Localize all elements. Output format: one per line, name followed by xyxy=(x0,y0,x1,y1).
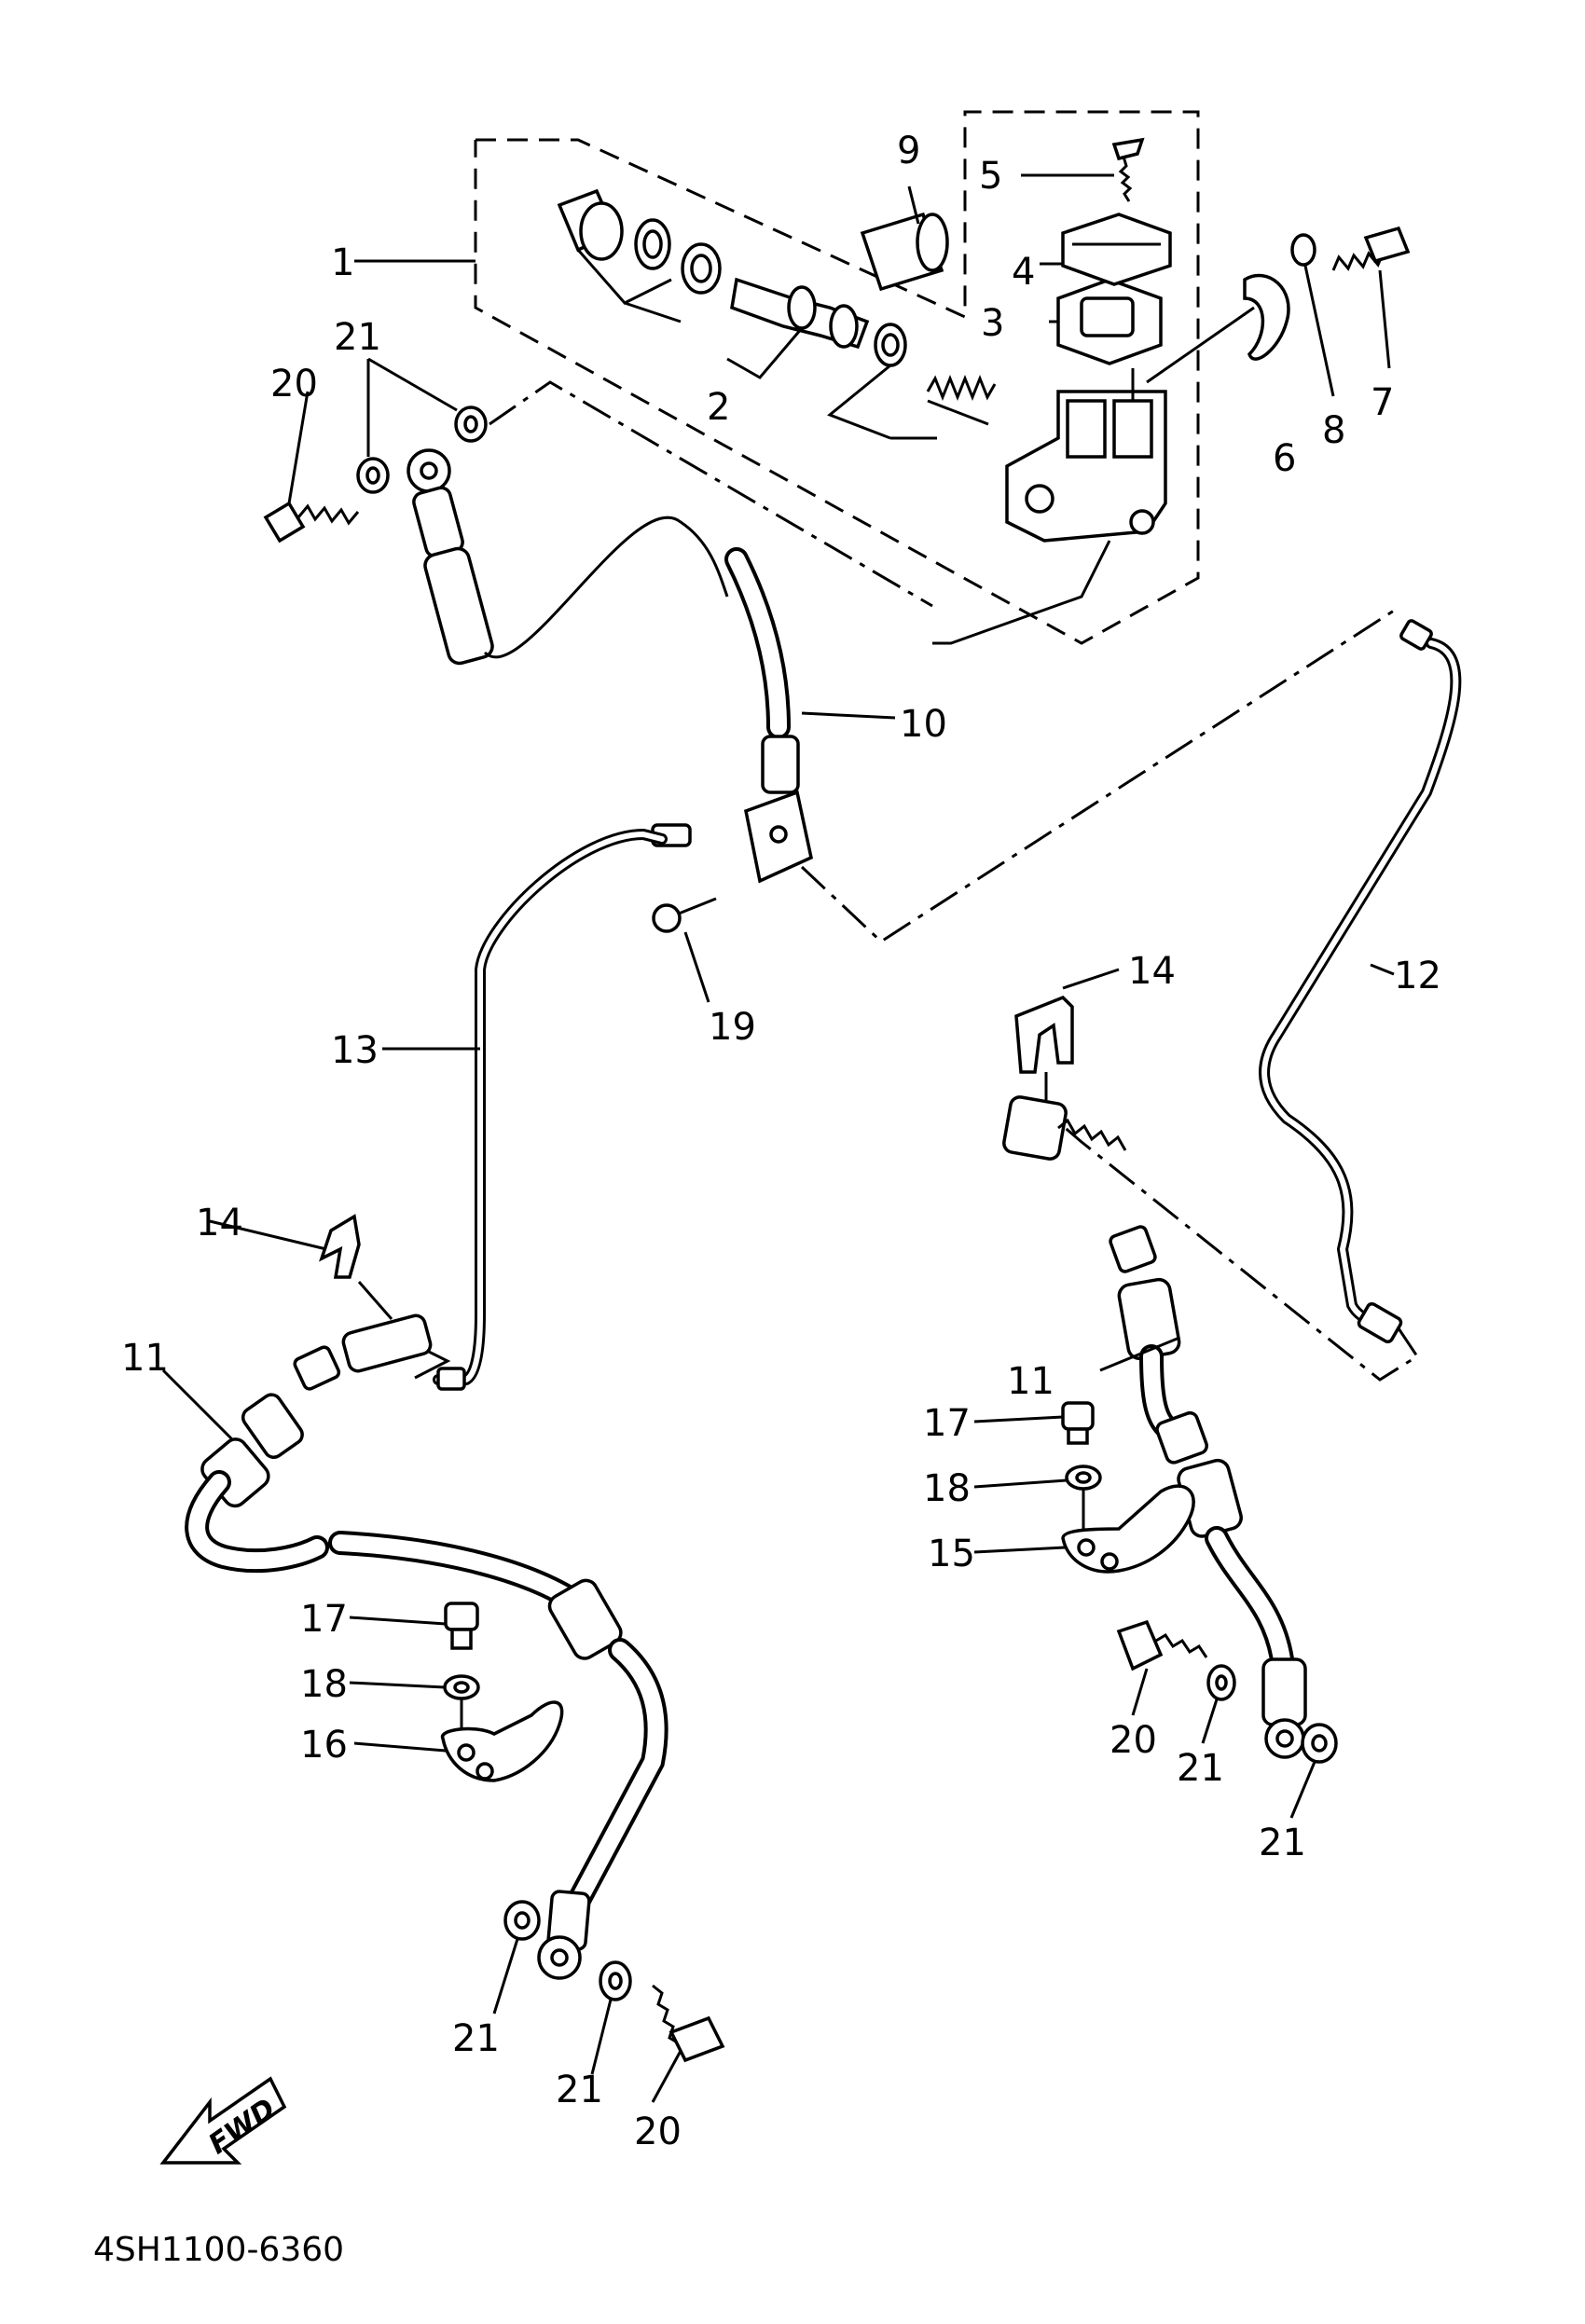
label-20-bottom-left: 20 xyxy=(634,2111,682,2153)
label-5: 5 xyxy=(979,155,1002,198)
label-15: 15 xyxy=(928,1533,975,1575)
copper-washer-left-1 xyxy=(492,1900,541,2015)
label-11-left: 11 xyxy=(121,1337,169,1380)
label-11-right: 11 xyxy=(1007,1360,1054,1403)
piston-seal-set xyxy=(557,188,722,323)
label-1: 1 xyxy=(331,241,354,284)
label-2: 2 xyxy=(707,386,730,429)
hose-clip-left xyxy=(209,1214,393,1320)
label-20-bottom-right: 20 xyxy=(1110,1719,1157,1762)
label-9: 9 xyxy=(897,130,920,172)
copper-washer-right-1 xyxy=(1201,1664,1236,1744)
label-3: 3 xyxy=(981,302,1004,345)
bolt-part-17-right xyxy=(973,1401,1095,1445)
master-cylinder-piston xyxy=(726,277,907,440)
copper-washer-left-2 xyxy=(590,1960,632,2075)
master-cylinder-body xyxy=(932,390,1167,645)
brake-joint-block xyxy=(651,609,1395,943)
copper-washer-top xyxy=(356,357,933,608)
brake-hose-left xyxy=(161,1313,668,1980)
label-7: 7 xyxy=(1371,381,1394,424)
union-bolt-bottom-left xyxy=(651,1984,725,2103)
boot-part-9 xyxy=(860,186,949,292)
hose-holder-part-15 xyxy=(973,1484,1195,1574)
label-4: 4 xyxy=(1012,251,1035,294)
label-17-left: 17 xyxy=(300,1598,348,1641)
holder-bolt-part-7 xyxy=(1331,226,1411,369)
label-13: 13 xyxy=(331,1029,379,1072)
brake-pipe-part-12 xyxy=(1025,619,1462,1382)
joint-bolt-part-19 xyxy=(652,897,717,1003)
label-19: 19 xyxy=(709,1006,756,1049)
union-bolt-bottom-right xyxy=(1116,1619,1208,1716)
copper-washer-right-2 xyxy=(1289,1723,1338,1819)
label-21-bottom-left-2: 21 xyxy=(556,2069,603,2111)
holder-part-6 xyxy=(1146,273,1290,384)
master-cylinder-kit-boundary xyxy=(354,110,1200,645)
diaphragm-part-3 xyxy=(1049,278,1163,401)
washer-part-8 xyxy=(1290,233,1335,397)
label-8: 8 xyxy=(1322,409,1345,452)
label-17-right: 17 xyxy=(923,1402,971,1445)
label-21-bottom-left-1: 21 xyxy=(452,2017,500,2060)
diagram-part-code: 4SH1100-6360 xyxy=(93,2231,344,2269)
return-spring xyxy=(890,374,997,440)
washer-part-18-left xyxy=(349,1674,480,1734)
hose-clip-right xyxy=(1014,968,1120,1100)
label-21-bottom-right-2: 21 xyxy=(1259,1822,1306,1864)
label-14-right: 14 xyxy=(1128,950,1176,993)
label-20-top: 20 xyxy=(270,363,318,406)
label-16: 16 xyxy=(300,1724,348,1767)
reservoir-cap-part-4 xyxy=(1040,213,1172,286)
fwd-arrow-icon: FWD xyxy=(159,2076,287,2165)
brake-hose-right xyxy=(1002,1095,1307,1759)
washer-part-18-right xyxy=(973,1465,1102,1529)
hose-holder-part-16 xyxy=(353,1700,564,1782)
label-12: 12 xyxy=(1394,955,1441,997)
label-10: 10 xyxy=(900,703,947,746)
label-14-left: 14 xyxy=(196,1202,243,1245)
brake-hose-part-10 xyxy=(407,448,896,794)
union-bolt-top-left xyxy=(263,391,360,543)
label-21-bottom-right-1: 21 xyxy=(1177,1747,1224,1790)
label-18-right: 18 xyxy=(923,1467,971,1510)
label-21-top: 21 xyxy=(334,316,381,359)
callout-labels: 1 2 3 4 5 6 7 8 9 10 11 11 12 13 14 14 1… xyxy=(121,130,1441,2153)
label-6: 6 xyxy=(1273,437,1296,480)
bolt-part-17-left xyxy=(349,1602,479,1650)
label-18-left: 18 xyxy=(300,1663,348,1706)
cap-screw-part-5 xyxy=(1021,137,1145,202)
brake-pipe-part-13 xyxy=(382,829,668,1391)
